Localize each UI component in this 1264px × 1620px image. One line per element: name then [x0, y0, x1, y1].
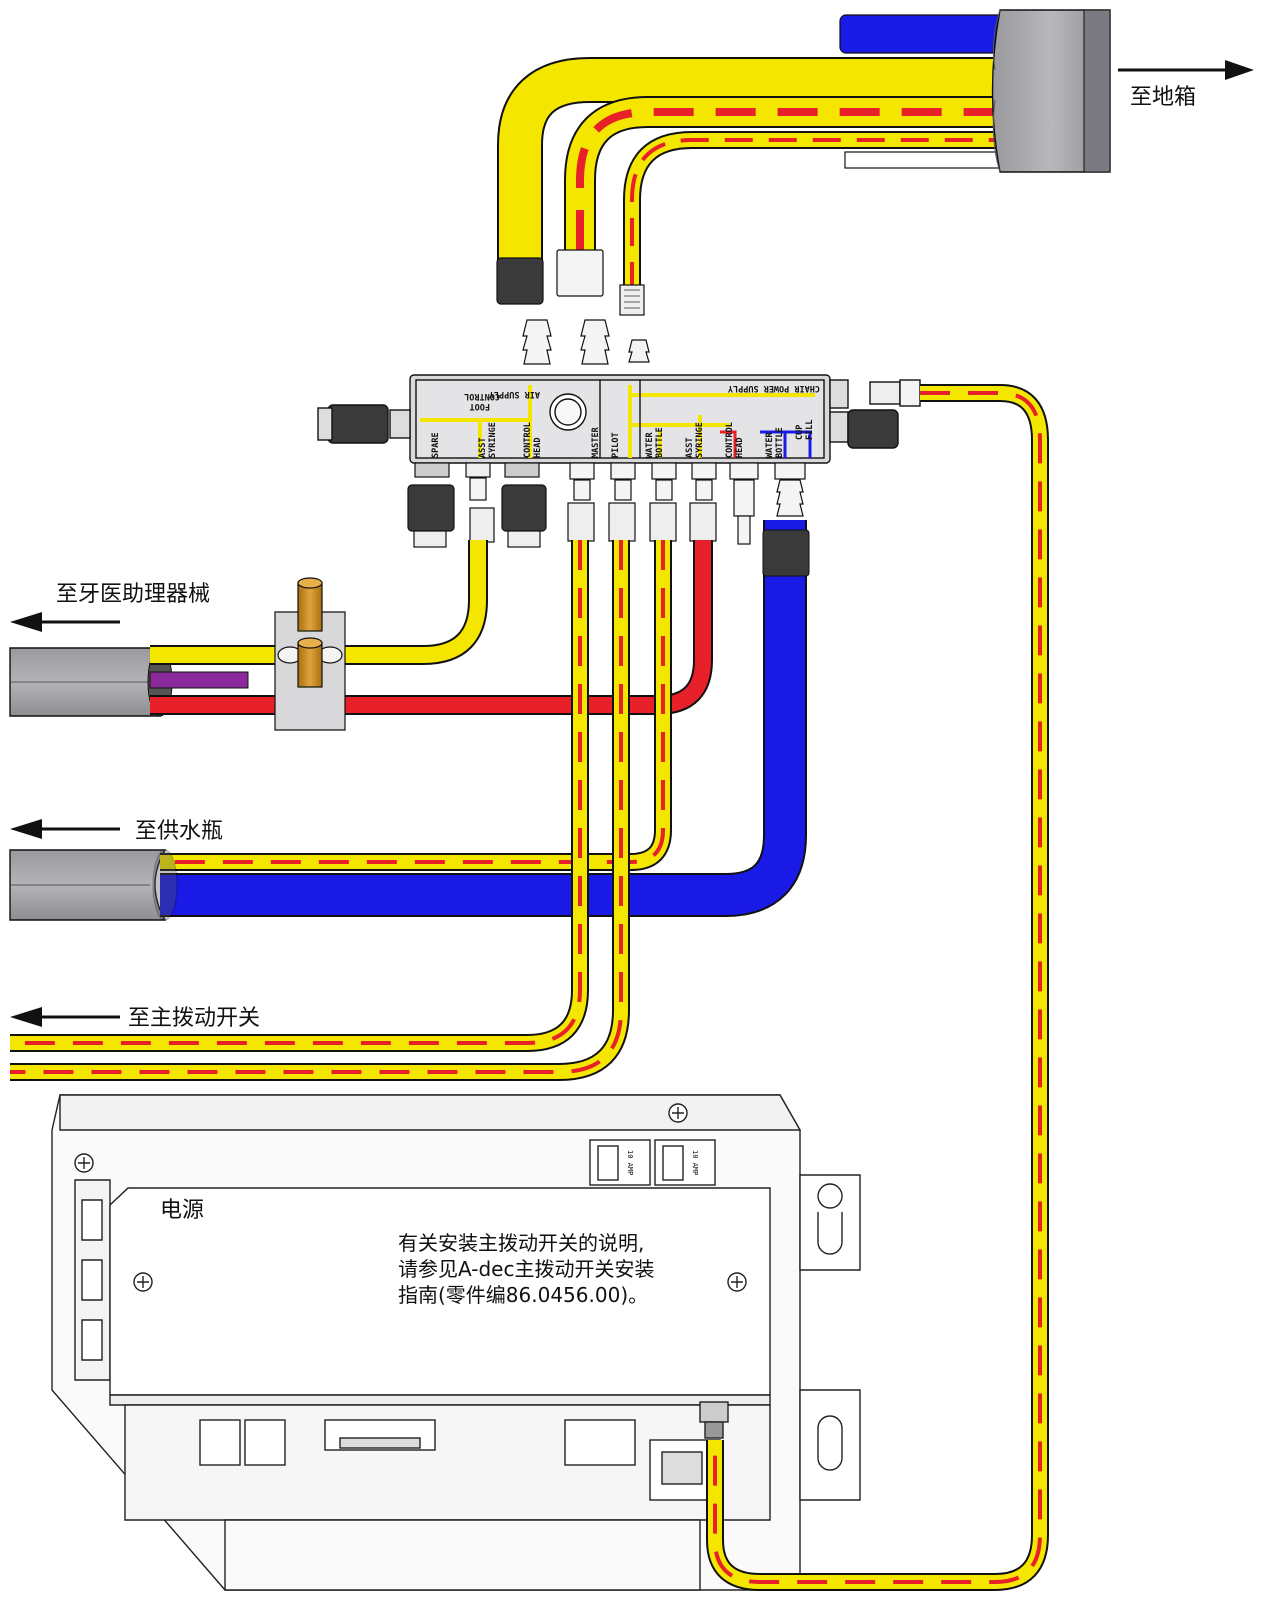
install-note-line-2: 请参见A-dec主拨动开关安装: [398, 1257, 654, 1281]
label-to-assistant: 至牙医助理器械: [56, 582, 210, 607]
label-to-floor-box: 至地箱: [1130, 85, 1196, 110]
label-to-water-bottle: 至供水瓶: [135, 819, 223, 844]
port-cup: CUP: [795, 425, 805, 440]
port-head-2: HEAD: [735, 438, 745, 458]
arrow-to-floor-box: [1118, 60, 1254, 80]
port-master: MASTER: [591, 426, 601, 458]
install-note-line-3: 指南(零件编86.0456.00)。: [398, 1283, 648, 1307]
port-bottle-2: BOTTLE: [775, 427, 785, 458]
label-to-master-toggle: 至主拨动开关: [128, 1006, 260, 1031]
label-power-supply: 电源: [160, 1198, 204, 1223]
arrow-to-master-toggle: [10, 1007, 120, 1027]
breaker-label-1: 10 AMP: [626, 1150, 634, 1175]
port-water-2: WATER: [765, 432, 775, 458]
port-control-1: CONTROL: [523, 422, 533, 458]
port-asst-1: ASST: [478, 438, 488, 458]
port-pilot: PILOT: [611, 432, 621, 458]
port-spare: SPARE: [431, 432, 441, 458]
port-syringe-2: SYRINGE: [695, 422, 705, 458]
port-bottle-1: BOTTLE: [655, 427, 665, 458]
arrow-to-water-bottle: [10, 819, 120, 839]
arrow-to-assistant: [10, 612, 120, 632]
manifold-block: [317, 374, 921, 464]
power-supply-unit: [51, 1094, 861, 1591]
tubing-clamp: [274, 577, 346, 731]
manifold-bottom-fittings: [407, 462, 806, 548]
port-head-1: HEAD: [533, 438, 543, 458]
install-note-line-1: 有关安装主拨动开关的说明,: [398, 1231, 644, 1255]
breaker-label-2: 10 AMP: [691, 1150, 699, 1175]
top-connectors: [496, 249, 650, 365]
manifold-chair-power: CHAIR POWER SUPPLY: [727, 383, 820, 393]
floor-box-conduit: [839, 14, 1011, 169]
port-control-2: CONTROL: [725, 422, 735, 458]
manifold-foot-2: CONTROL: [464, 391, 500, 401]
port-syringe-1: SYRINGE: [488, 422, 498, 458]
port-asst-2: ASST: [685, 438, 695, 458]
manifold-foot-1: FOOT: [470, 401, 490, 411]
manifold-air-supply: AIR SUPPLY: [488, 389, 540, 399]
port-water-1: WATER: [645, 432, 655, 458]
port-fill: FILL: [805, 420, 815, 440]
